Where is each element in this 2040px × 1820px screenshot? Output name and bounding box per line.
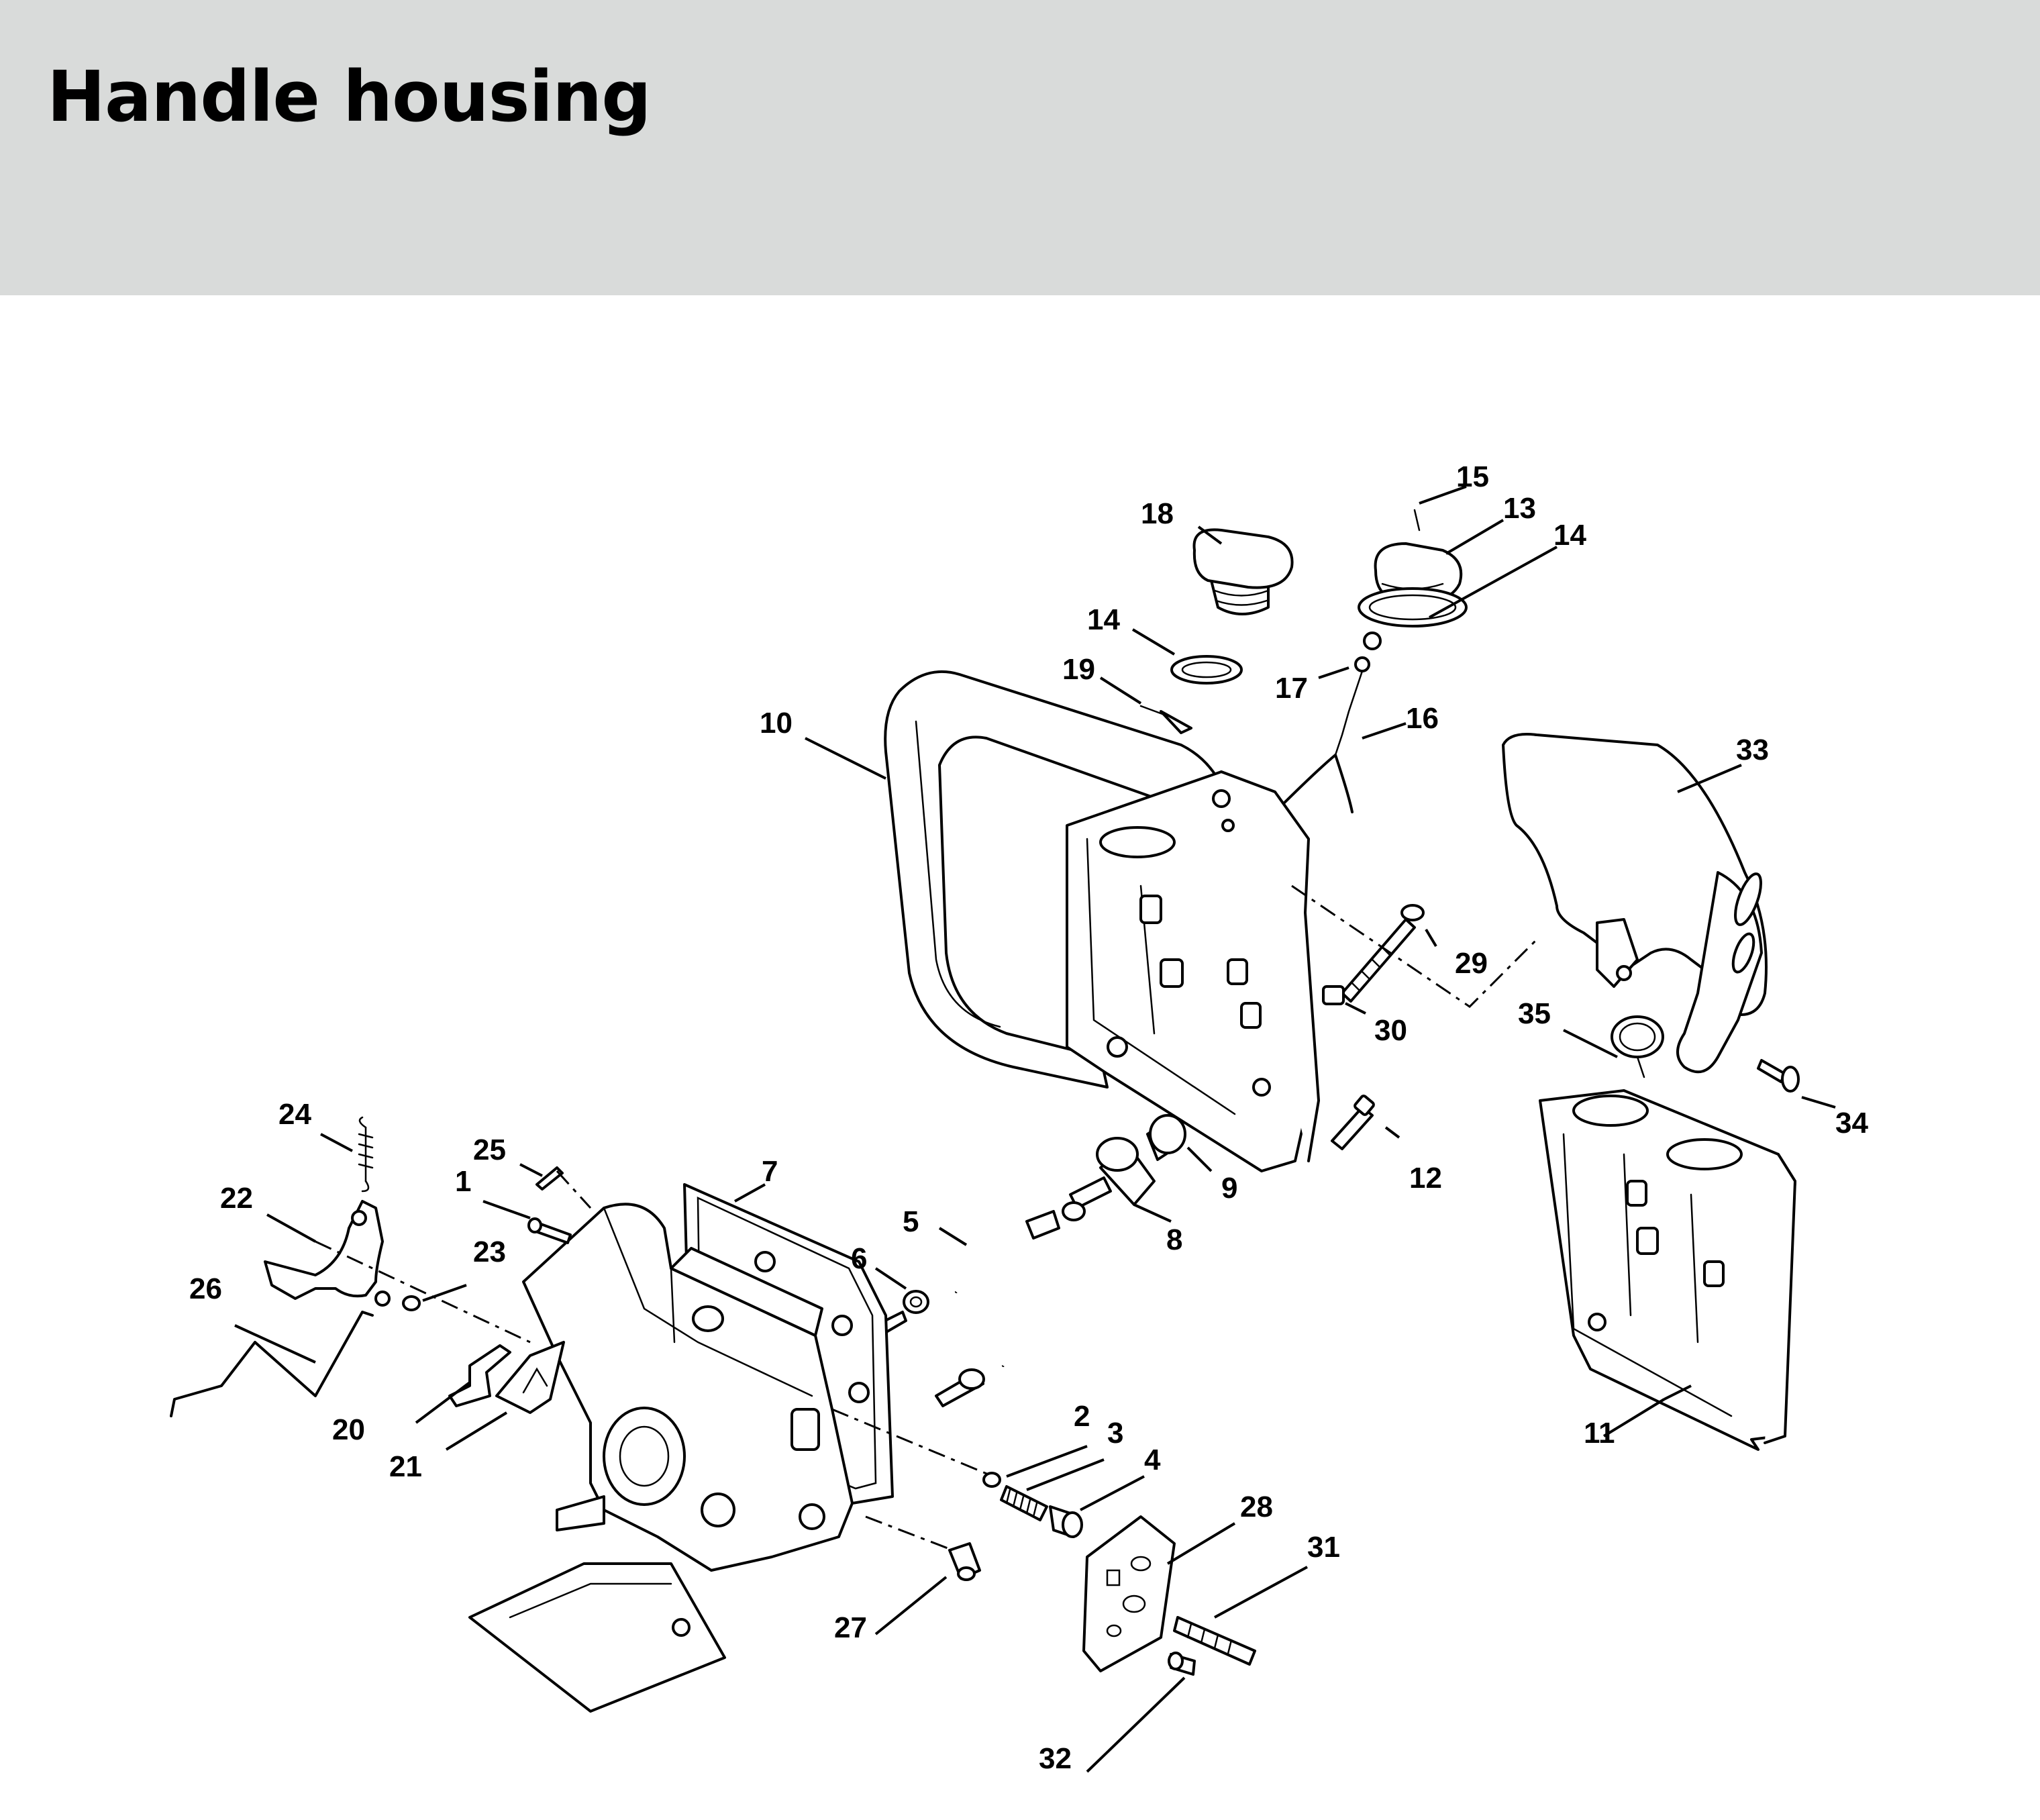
part-8-annular-buffer bbox=[1025, 1137, 1156, 1240]
callout-11: 11 bbox=[1584, 1417, 1615, 1450]
callout-34: 34 bbox=[1835, 1107, 1868, 1140]
callout-14-upper: 14 bbox=[1553, 519, 1586, 552]
callout-1: 1 bbox=[455, 1165, 471, 1198]
callout-7: 7 bbox=[762, 1155, 778, 1188]
part-12-screw bbox=[1331, 1095, 1375, 1150]
callout-9: 9 bbox=[1221, 1172, 1237, 1205]
part-35-spring bbox=[1611, 1015, 1664, 1078]
part-33-sprocket-cover bbox=[1502, 733, 1768, 1074]
part-31-stud bbox=[1173, 1616, 1256, 1666]
callout-32: 32 bbox=[1039, 1742, 1072, 1775]
part-24-spring bbox=[358, 1116, 374, 1193]
part-11-rear-housing bbox=[1539, 1089, 1796, 1451]
callout-33: 33 bbox=[1736, 734, 1769, 766]
part-29-bolt bbox=[1341, 904, 1425, 1003]
header-bar: Handle housing bbox=[0, 0, 2040, 295]
callout-20: 20 bbox=[332, 1413, 365, 1446]
callout-29: 29 bbox=[1455, 947, 1488, 980]
part-25-pin bbox=[536, 1166, 564, 1191]
part-19-pin bbox=[1139, 705, 1192, 734]
part-10-handle-housing bbox=[884, 670, 1320, 1172]
callout-35: 35 bbox=[1518, 997, 1551, 1030]
part-3-spring bbox=[1000, 1485, 1048, 1521]
callout-19: 19 bbox=[1062, 653, 1095, 686]
part-main-crankcase bbox=[468, 1203, 854, 1713]
part-4-plug bbox=[1049, 1505, 1083, 1538]
part-13-oil-cap bbox=[1358, 509, 1468, 627]
part-5-oil-hose bbox=[935, 1246, 1037, 1407]
callout-labels: 15 18 13 14 14 19 17 16 10 33 29 30 35 3… bbox=[189, 460, 1868, 1775]
callout-24: 24 bbox=[278, 1098, 311, 1131]
callout-4: 4 bbox=[1144, 1444, 1161, 1476]
callout-6: 6 bbox=[851, 1242, 867, 1275]
part-30-nut bbox=[1322, 985, 1345, 1005]
part-1-pin bbox=[527, 1217, 572, 1244]
callout-18: 18 bbox=[1141, 497, 1174, 530]
callout-14-lower: 14 bbox=[1087, 603, 1120, 636]
callout-16: 16 bbox=[1406, 702, 1439, 735]
part-28-guide-plate bbox=[1082, 1515, 1176, 1672]
callout-25: 25 bbox=[473, 1133, 506, 1166]
part-26-rod bbox=[170, 1311, 374, 1417]
part-34-screw bbox=[1757, 1059, 1800, 1093]
callout-21: 21 bbox=[389, 1450, 422, 1483]
part-21-button bbox=[495, 1341, 565, 1414]
callout-31: 31 bbox=[1307, 1531, 1340, 1564]
part-14-seal-ring bbox=[1170, 655, 1243, 685]
leader-lines bbox=[234, 485, 1836, 1773]
callout-3: 3 bbox=[1107, 1417, 1123, 1450]
part-27-nozzle bbox=[948, 1542, 981, 1581]
callout-22: 22 bbox=[220, 1182, 253, 1215]
callout-2: 2 bbox=[1074, 1400, 1090, 1433]
callout-13: 13 bbox=[1503, 492, 1536, 525]
callout-26: 26 bbox=[189, 1272, 222, 1305]
assembly-lines bbox=[315, 884, 1538, 1552]
callout-5: 5 bbox=[903, 1205, 919, 1238]
page-title: Handle housing bbox=[47, 56, 652, 138]
part-23-screw bbox=[402, 1295, 421, 1311]
callout-23: 23 bbox=[473, 1235, 506, 1268]
part-9-buffer bbox=[1146, 1114, 1186, 1161]
part-32-screw bbox=[1168, 1652, 1196, 1676]
callout-17: 17 bbox=[1275, 672, 1308, 705]
callout-30: 30 bbox=[1374, 1014, 1407, 1047]
part-2-washer bbox=[982, 1472, 1001, 1488]
callout-8: 8 bbox=[1166, 1223, 1182, 1256]
callout-28: 28 bbox=[1240, 1490, 1273, 1523]
part-18-filler-cap bbox=[1192, 528, 1294, 615]
part-22-lever bbox=[264, 1200, 391, 1307]
callout-12: 12 bbox=[1409, 1162, 1442, 1195]
callout-15: 15 bbox=[1456, 460, 1489, 493]
callout-27: 27 bbox=[834, 1611, 867, 1644]
callout-10: 10 bbox=[760, 707, 793, 740]
part-16-17-retaining-chain bbox=[1264, 631, 1382, 824]
